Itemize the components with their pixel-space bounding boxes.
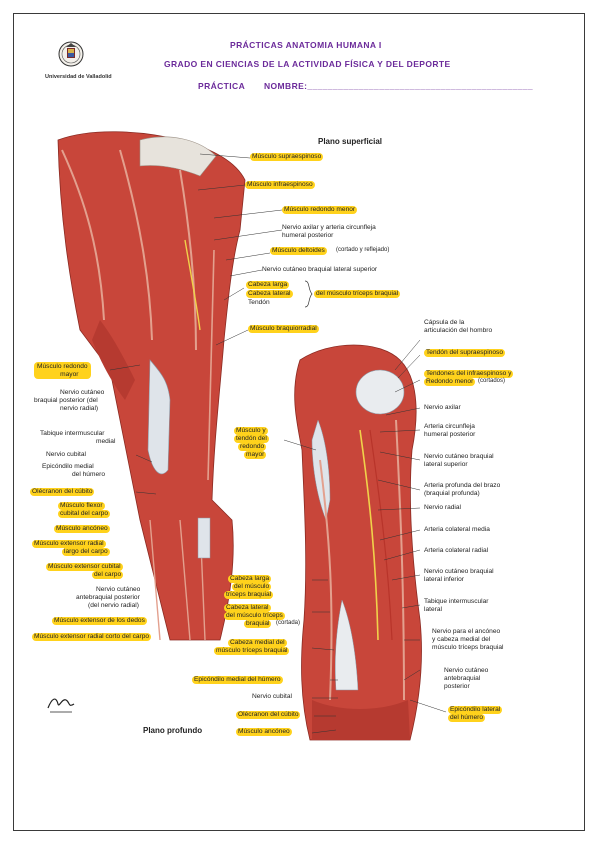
label-capsula-2: articulación del hombro bbox=[424, 327, 493, 334]
label-tabique-medial-2: medial bbox=[96, 438, 116, 445]
label-rm-4: mayor bbox=[244, 451, 267, 459]
label-cut-post-2: braquial posterior (del bbox=[34, 397, 98, 404]
label-tabique-lat-1: Tabique intermuscular bbox=[424, 598, 489, 605]
label-ancoeno-n-2: y cabeza medial del bbox=[432, 636, 491, 643]
label-rm-1: Músculo y bbox=[234, 427, 268, 435]
label-tendones-note: (cortados) bbox=[478, 378, 506, 384]
label-cab-larga-1: Cabeza larga bbox=[228, 575, 272, 583]
label-supraespinoso: Músculo supraespinoso bbox=[250, 153, 324, 161]
label-cab-lat-note: (cortada) bbox=[276, 620, 301, 626]
label-flexor-1: Músculo flexor bbox=[58, 502, 105, 510]
label-cabeza-lateral: Cabeza lateral bbox=[246, 290, 293, 298]
header-title-2: GRADO EN CIENCIAS DE LA ACTIVIDAD FÍSICA… bbox=[164, 59, 451, 69]
label-antebr-post-1: Nervio cutáneo bbox=[444, 667, 489, 674]
label-tendon-supraespinoso: Tendón del supraespinoso bbox=[424, 349, 505, 357]
label-ext-rad-largo-2: largo del carpo bbox=[62, 548, 110, 556]
label-braquiorradial: Músculo braquiorradial bbox=[248, 325, 319, 333]
label-ext-dedos: Músculo extensor de los dedos bbox=[52, 617, 147, 625]
label-redondo-menor: Músculo redondo menor bbox=[282, 206, 358, 214]
label-nervio-cubital: Nervio cubital bbox=[46, 451, 86, 458]
header-title-1: PRÁCTICAS ANATOMIA HUMANA I bbox=[230, 40, 382, 50]
label-deltoides: Músculo deltoides bbox=[270, 247, 327, 255]
university-seal-logo bbox=[58, 41, 84, 67]
label-tendon: Tendón bbox=[248, 299, 270, 306]
label-ext-rad-largo-1: Músculo extensor radial bbox=[32, 540, 106, 548]
label-ancoeno: Músculo ancóneo bbox=[54, 525, 110, 533]
label-capsula-1: Cápsula de la bbox=[424, 319, 465, 326]
label-art-prof-2: (braquial profunda) bbox=[424, 490, 480, 497]
label-art-circ-2: humeral posterior bbox=[424, 431, 476, 438]
label-ext-cub-1: Músculo extensor cubital bbox=[46, 563, 123, 571]
label-olecranon: Olécranon del cúbito bbox=[30, 488, 95, 496]
label-ext-cub-2: del carpo bbox=[92, 571, 124, 579]
label-antebr-1: Nervio cutáneo bbox=[96, 586, 141, 593]
label-cabeza-larga: Cabeza larga bbox=[246, 281, 290, 289]
label-nervio-axilar: Nervio axilar bbox=[424, 404, 461, 411]
label-cab-lat-1: Cabeza lateral bbox=[224, 604, 271, 612]
label-epicondilo-medial-2: del húmero bbox=[72, 471, 105, 478]
label-ancoeno-n-1: Nervio para el ancóneo bbox=[432, 628, 501, 635]
label-tendones-1: Tendones del infraespinoso y bbox=[424, 370, 514, 378]
label-cut-lat-sup-2: lateral superior bbox=[424, 461, 468, 468]
label-nervio-axilar-2: humeral posterior bbox=[282, 232, 334, 239]
label-cab-lat-3: braquial bbox=[244, 620, 272, 628]
label-deltoides-note: (cortado y reflejado) bbox=[336, 247, 390, 253]
header-practica: PRÁCTICA bbox=[198, 81, 246, 91]
label-tendones-2: Redondo menor bbox=[424, 378, 476, 386]
label-cubital-r: Nervio cubital bbox=[252, 693, 292, 700]
label-ancoeno-r: Músculo ancóneo bbox=[236, 728, 292, 736]
label-col-radial: Arteria colateral radial bbox=[424, 547, 489, 554]
label-cut-post-3: nervio radial) bbox=[60, 405, 99, 412]
label-art-circ-1: Arteria circunfleja bbox=[424, 423, 475, 430]
university-name: Universidad de Valladolid bbox=[45, 74, 112, 80]
label-epic-lat-2: del húmero bbox=[448, 714, 485, 722]
label-antebr-2: antebraquial posterior bbox=[76, 594, 140, 601]
label-triceps: del músculo tríceps braquial bbox=[314, 290, 401, 298]
deep-arm-figure bbox=[294, 344, 422, 741]
label-col-media: Arteria colateral media bbox=[424, 526, 490, 533]
title-plano-superficial: Plano superficial bbox=[318, 137, 383, 146]
page-frame bbox=[13, 13, 585, 831]
label-rm-3: redondo bbox=[238, 443, 267, 451]
label-tabique-lat-2: lateral bbox=[424, 606, 442, 613]
header-nombre: NOMBRE:_________________________________… bbox=[264, 81, 534, 91]
label-epicondilo-medial-1: Epicóndilo medial bbox=[42, 463, 94, 470]
triceps-brace bbox=[304, 280, 313, 308]
label-antebr-3: (del nervio radial) bbox=[88, 602, 139, 609]
label-olecranon-r: Olécranon del cúbito bbox=[236, 711, 301, 719]
title-plano-profundo: Plano profundo bbox=[143, 726, 203, 735]
label-cab-larga-2: del músculo bbox=[232, 583, 272, 591]
label-epic-lat-1: Epicóndilo lateral bbox=[448, 706, 503, 714]
label-cut-post-1: Nervio cutáneo bbox=[60, 389, 105, 396]
label-cut-lat-inf-1: Nervio cutáneo braquial bbox=[424, 568, 494, 575]
label-antebr-post-3: posterior bbox=[444, 683, 470, 690]
label-epic-med-r: Epicóndilo medial del húmero bbox=[192, 676, 283, 684]
label-cut-lat-sup-1: Nervio cutáneo braquial bbox=[424, 453, 494, 460]
label-redondo-mayor-2: mayor bbox=[60, 370, 79, 378]
label-tabique-medial-1: Tabique intermuscular bbox=[40, 430, 105, 437]
label-antebr-post-2: antebraquial bbox=[444, 675, 481, 682]
label-art-prof-1: Arteria profunda del brazo bbox=[424, 482, 501, 489]
label-rm-2: tendón del bbox=[234, 435, 269, 443]
label-cutaneo-superior: Nervio cutáneo braquial lateral superior bbox=[262, 266, 378, 273]
label-cut-lat-inf-2: lateral inferior bbox=[424, 576, 464, 583]
leader-lines bbox=[109, 153, 447, 734]
label-ext-rad-corto: Músculo extensor radial corto del carpo bbox=[32, 633, 152, 641]
label-ancoeno-n-3: músculo tríceps braquial bbox=[432, 644, 504, 651]
label-redondo-mayor-1: Músculo redondo bbox=[37, 363, 88, 370]
superficial-arm-figure bbox=[57, 131, 246, 641]
label-infraespinoso: Músculo infraespinoso bbox=[245, 181, 315, 189]
label-cab-med-2: músculo tríceps braquial bbox=[214, 647, 290, 655]
label-nervio-axilar-1: Nervio axilar y arteria circunfleja bbox=[282, 224, 376, 231]
label-flexor-2: cubital del carpo bbox=[58, 510, 111, 518]
label-nervio-radial: Nervio radial bbox=[424, 504, 462, 511]
artist-signature bbox=[47, 698, 75, 713]
label-cab-lat-2: del músculo tríceps bbox=[224, 612, 285, 620]
label-cab-larga-3: tríceps braquial bbox=[224, 591, 274, 599]
label-cab-med-1: Cabeza medial del bbox=[228, 639, 287, 647]
